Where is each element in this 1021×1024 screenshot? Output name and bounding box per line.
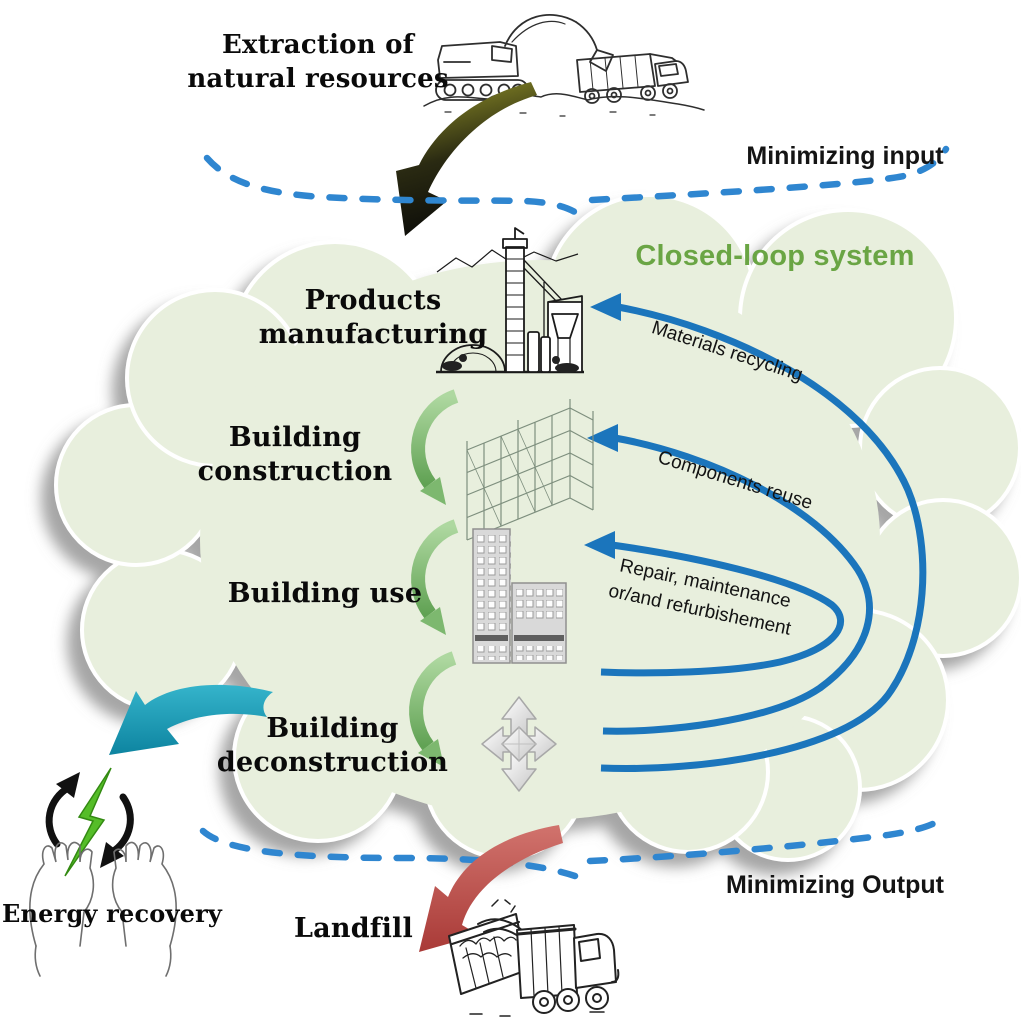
products-manufacturing-label: Products manufacturing (258, 285, 488, 350)
buildings-illustration (472, 528, 567, 664)
construction-to-use-arrow (411, 519, 459, 619)
minimizing-output-label: Minimizing Output (725, 871, 944, 899)
energy-recovery-arrow (109, 684, 273, 755)
energy-recovery-label: Energy recovery (2, 899, 223, 928)
extraction-flow-arrow (396, 82, 537, 236)
hands-icon (29, 841, 177, 977)
building-use-label: Building use (227, 578, 423, 609)
repair-maintenance-loop (600, 541, 845, 677)
stage-flow-arrows (409, 389, 459, 767)
minimizing-input-label: Minimizing input (746, 142, 944, 170)
building-deconstruction-label: Building deconstruction (216, 713, 449, 778)
manufacturing-to-construction-arrow (411, 389, 459, 489)
closed-loop-title: Closed-loop system (635, 240, 915, 272)
deconstruction-move-icon (481, 696, 557, 792)
system-boundary-dashes (199, 145, 950, 880)
use-to-deconstruction-arrow (409, 651, 457, 751)
landfill-label: Landfill (294, 913, 413, 944)
excavator-truck-illustration (423, 14, 705, 117)
components-reuse-loop (602, 434, 873, 735)
scaffolding-illustration (466, 399, 594, 541)
energy-recovery-icon (29, 767, 177, 977)
lightning-bolt-icon (64, 767, 112, 877)
recycling-loop-arrowheads (584, 293, 621, 559)
materials-recycling-loop (600, 303, 927, 772)
building-construction-label: Building construction (197, 422, 393, 487)
closed-loop-cloud (54, 193, 1021, 862)
landfill-arrow (419, 825, 563, 952)
garbage-truck-illustration (448, 899, 620, 1017)
extraction-label: Extraction of natural resources (187, 30, 449, 94)
factory-illustration (436, 227, 584, 374)
recycling-loops (600, 303, 927, 772)
